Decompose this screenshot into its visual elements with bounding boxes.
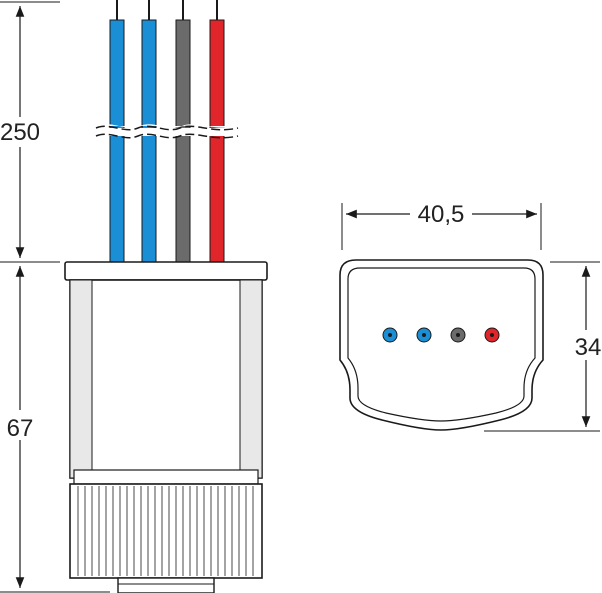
dimension-top-width: 40,5 (341, 200, 542, 250)
wire-1-sleeve (109, 19, 125, 263)
wire-1 (109, 0, 125, 263)
wire-3-sleeve (175, 19, 191, 263)
dim-label-body-height: 67 (7, 415, 34, 442)
side-view: 250 67 (0, 0, 268, 593)
dimension-wire-length: 250 (0, 1, 60, 258)
housing-body (64, 261, 268, 593)
housing-band (73, 469, 259, 485)
wire-4-sleeve (209, 19, 225, 263)
housing-right-edge (239, 279, 263, 479)
wires (109, 0, 225, 263)
top-inner-outline (347, 267, 536, 422)
dim-label-wire-length: 250 (0, 119, 40, 146)
housing-left-edge (69, 279, 93, 479)
terminal-3 (450, 327, 466, 343)
dim-label-top-width: 40,5 (418, 201, 465, 228)
connector-dots (382, 327, 500, 343)
ribs (77, 486, 254, 576)
housing-main (69, 279, 263, 479)
housing-lid (64, 261, 268, 281)
dim-label-top-depth: 34 (575, 334, 602, 361)
terminal-4 (484, 327, 500, 343)
terminal-2 (416, 327, 432, 343)
top-view: 40,5 (339, 200, 602, 432)
dimension-top-depth: 34 (484, 261, 602, 432)
wire-break-mark (95, 124, 239, 139)
housing-ribbed (69, 483, 263, 579)
dimension-body-height: 67 (0, 266, 110, 593)
wire-2-sleeve (141, 19, 157, 263)
housing-foot (117, 577, 215, 593)
terminal-1 (382, 327, 398, 343)
